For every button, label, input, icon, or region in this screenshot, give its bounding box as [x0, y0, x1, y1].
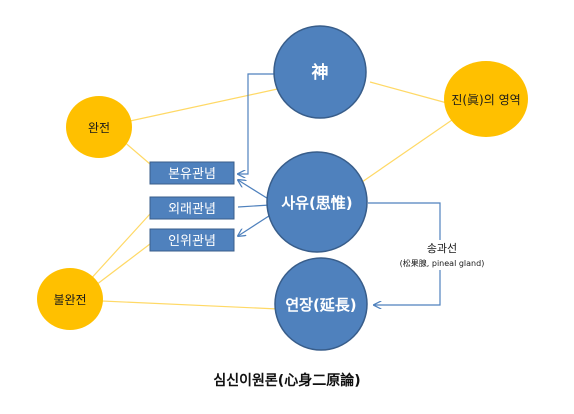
truth-circle	[444, 61, 528, 137]
adventitious-rect	[149, 196, 235, 220]
thought-label: 사유(思惟)	[281, 194, 352, 212]
factitious-rect	[149, 228, 235, 252]
line-thought-truth	[361, 119, 453, 183]
god-label: 神	[312, 62, 329, 83]
extension-node: 연장(延長)	[274, 257, 368, 351]
incomplete-node: 불완전	[37, 268, 103, 330]
line-complete-god	[129, 87, 283, 122]
incomplete-label: 불완전	[53, 293, 86, 307]
arrow-thought-to-innate	[238, 180, 271, 201]
line-incomplete-adventitious	[87, 213, 151, 283]
factitious-label: 인위관념	[168, 234, 216, 249]
innate-idea-box: 본유관념	[149, 161, 235, 185]
line-incomplete-extension	[101, 300, 279, 310]
thought-node: 사유(思惟)	[266, 151, 368, 253]
incomplete-circle	[37, 268, 103, 330]
god-node: 神	[273, 25, 367, 119]
pineal-sublabel: (松果腺, pineal gland)	[400, 258, 485, 268]
complete-node: 완전	[66, 96, 132, 158]
pineal-label-backdrop	[390, 240, 500, 270]
arrow-god-to-innate	[238, 73, 278, 174]
arrow-thought-to-factitious	[238, 213, 273, 236]
innate-rect	[149, 161, 235, 185]
complete-circle	[66, 96, 132, 158]
thought-circle	[266, 151, 368, 253]
truth-node: 진(眞)의 영역	[444, 61, 528, 137]
truth-label: 진(眞)의 영역	[451, 93, 520, 107]
line-god-truth	[369, 81, 448, 104]
god-circle	[273, 25, 367, 119]
pineal-label: 송과선	[427, 242, 457, 255]
line-incomplete-factitious	[91, 243, 151, 289]
adventitious-label: 외래관념	[168, 202, 216, 217]
extension-circle	[274, 257, 368, 351]
orange-connectors	[87, 81, 453, 310]
innate-label: 본유관념	[168, 167, 216, 182]
line-complete-innate	[121, 139, 151, 165]
complete-label: 완전	[88, 121, 110, 135]
extension-label: 연장(延長)	[285, 296, 356, 314]
adventitious-idea-box: 외래관념	[149, 196, 235, 220]
factitious-idea-box: 인위관념	[149, 228, 235, 252]
line-thought-adventitious	[237, 204, 271, 208]
diagram-caption: 심신이원론(心身二原論)	[213, 373, 361, 389]
